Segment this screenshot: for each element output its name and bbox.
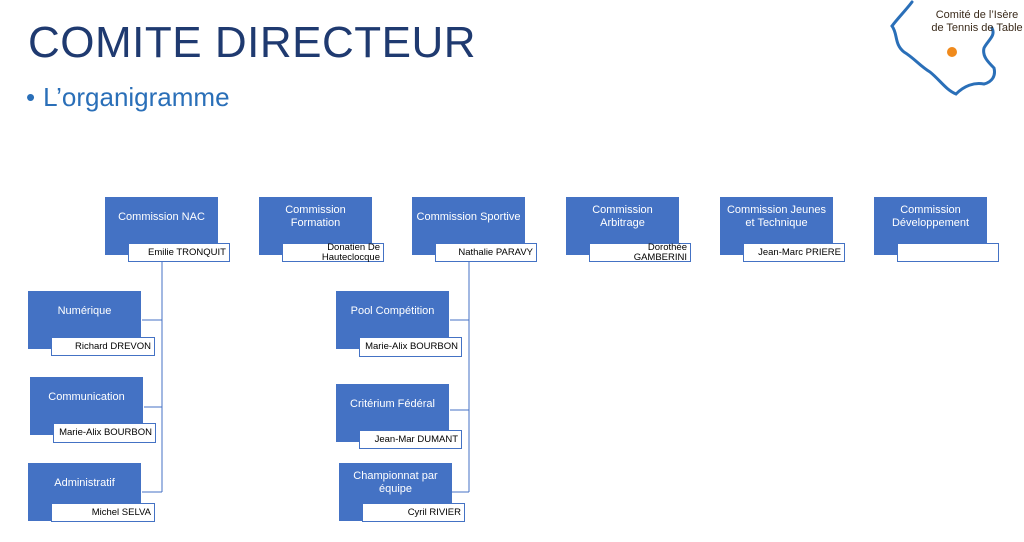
communication-box: Communication [30, 377, 143, 435]
communication-label: Communication [48, 390, 125, 403]
commission-developpement-label: Commission Développement [891, 204, 970, 229]
logo-map-outline [890, 0, 996, 96]
page-subtitle: •L’organigramme [26, 82, 230, 113]
criterium-federal-label: Critérium Fédéral [350, 397, 435, 410]
commission-formation-label: Commission Formation [285, 204, 346, 229]
pool-competition-label: Pool Compétition [350, 304, 435, 317]
criterium-federal-head: Jean-Mar DUMANT [359, 430, 462, 449]
pool-competition-head: Marie-Alix BOURBON [359, 337, 462, 357]
championnat-equipe-label: Championnat par équipe [353, 470, 438, 495]
page-title: COMITE DIRECTEUR [28, 18, 476, 67]
logo-line-2: de Tennis de Table [931, 22, 1023, 34]
bullet: • [26, 82, 36, 112]
numerique-head: Richard DREVON [51, 337, 155, 356]
logo-text: Comité de l’Isère de Tennis de Table [927, 9, 1024, 35]
commission-sportive-head: Nathalie PARAVY [435, 243, 537, 262]
communication-head: Marie-Alix BOURBON [53, 423, 156, 443]
administratif-head: Michel SELVA [51, 503, 155, 522]
commission-developpement-head [897, 243, 999, 262]
commission-jeunes-label: Commission Jeunes et Technique [726, 204, 827, 229]
logo-ball [947, 47, 957, 57]
commission-nac-label: Commission NAC [118, 210, 205, 223]
subtitle-text: L’organigramme [43, 82, 230, 112]
commission-nac-head: Emilie TRONQUIT [128, 243, 230, 262]
comite-logo [890, 0, 996, 96]
championnat-equipe-head: Cyril RIVIER [362, 503, 465, 522]
commission-arbitrage-label: Commission Arbitrage [592, 204, 653, 229]
logo-line-1: Comité de l’Isère [935, 9, 1019, 21]
commission-arbitrage-head: Dorothée GAMBERINI [589, 242, 691, 262]
administratif-label: Administratif [54, 476, 115, 489]
numerique-label: Numérique [57, 304, 112, 317]
commission-formation-head: Donatien De Hauteclocque [282, 242, 384, 262]
commission-jeunes-head: Jean-Marc PRIERE [743, 243, 845, 262]
commission-sportive-label: Commission Sportive [416, 210, 521, 223]
